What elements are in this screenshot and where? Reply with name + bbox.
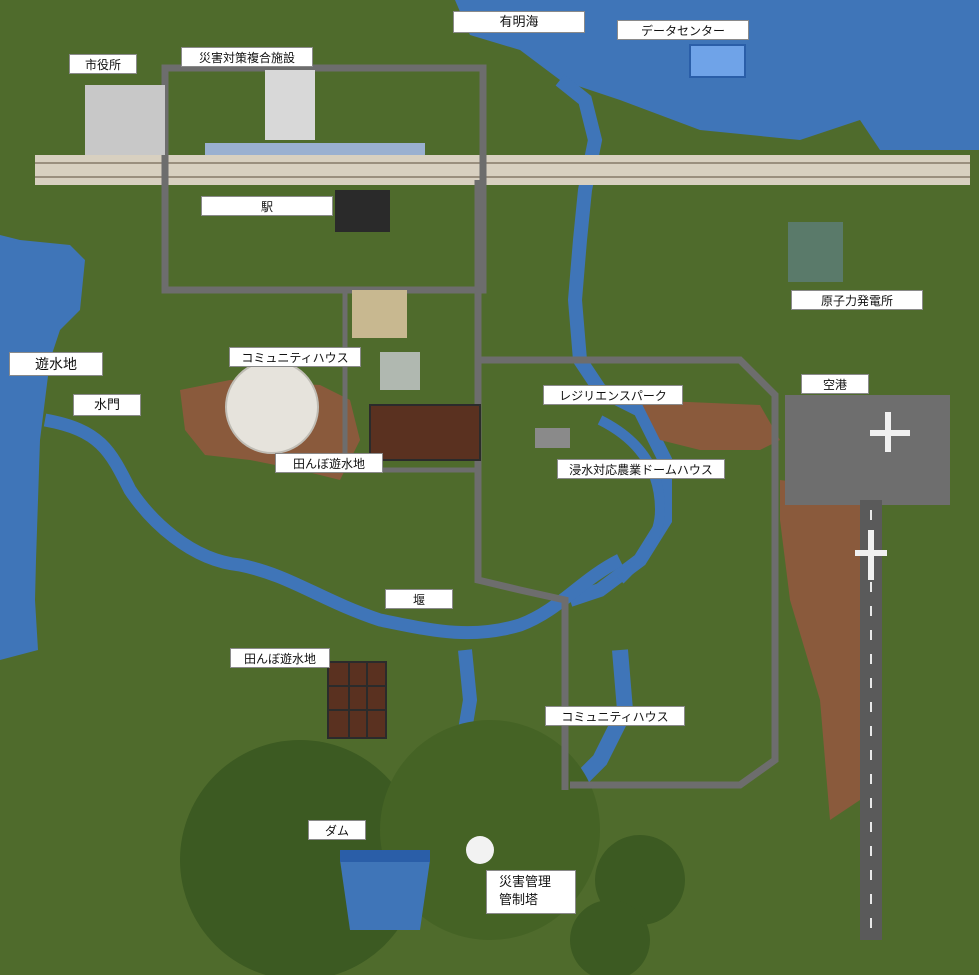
forest-right-2 bbox=[570, 900, 650, 975]
dirt-east bbox=[640, 400, 780, 450]
label-community-house-2: コミュニティハウス bbox=[545, 706, 685, 726]
label-airport: 空港 bbox=[801, 374, 869, 394]
label-weir: 堰 bbox=[385, 589, 453, 609]
resilience-building bbox=[535, 428, 570, 448]
river-south-2 bbox=[574, 649, 634, 786]
data-center-building bbox=[689, 44, 746, 78]
plaza bbox=[380, 352, 420, 390]
airport-apron bbox=[785, 395, 950, 505]
label-dam: ダム bbox=[308, 820, 366, 840]
plane-2 bbox=[855, 530, 887, 580]
river-east bbox=[597, 415, 666, 584]
station-building bbox=[335, 190, 390, 232]
label-paddy-retention-2: 田んぼ遊水地 bbox=[230, 648, 330, 668]
label-community-house-1: コミュニティハウス bbox=[229, 347, 361, 367]
label-flood-farm-dome: 浸水対応農業ドームハウス bbox=[557, 459, 725, 479]
railway bbox=[35, 155, 970, 185]
label-disaster-complex: 災害対策複合施設 bbox=[181, 47, 313, 67]
city-hall-building bbox=[85, 85, 165, 155]
road-main-ns bbox=[474, 180, 569, 790]
label-ariake-sea: 有明海 bbox=[453, 11, 585, 33]
dirt-plaza bbox=[352, 290, 407, 338]
label-retention-area: 遊水地 bbox=[9, 352, 103, 376]
paddy-field-1 bbox=[369, 404, 481, 461]
road-loop bbox=[161, 64, 487, 294]
dirt-runway bbox=[780, 480, 860, 820]
river-main bbox=[43, 413, 623, 640]
dam-structure bbox=[340, 850, 430, 862]
label-paddy-retention-1: 田んぼ遊水地 bbox=[275, 453, 383, 473]
dam-lake bbox=[340, 860, 430, 930]
plane-1 bbox=[870, 412, 910, 452]
community-dome bbox=[225, 360, 319, 454]
label-water-gate: 水門 bbox=[73, 394, 141, 416]
control-tower-dome bbox=[466, 836, 494, 864]
label-data-center: データセンター bbox=[617, 20, 749, 40]
label-resilience-park: レジリエンスパーク bbox=[543, 385, 683, 405]
road-east-loop bbox=[480, 356, 779, 789]
station-platform bbox=[205, 143, 425, 155]
nuclear-plant-building bbox=[788, 222, 843, 282]
paddy-field-2 bbox=[327, 661, 387, 739]
label-control-tower: 災害管理 管制塔 bbox=[486, 870, 576, 914]
runway bbox=[860, 500, 882, 940]
label-nuclear-plant: 原子力発電所 bbox=[791, 290, 923, 310]
retention-lake bbox=[0, 235, 85, 660]
disaster-complex-building bbox=[265, 70, 315, 140]
label-station: 駅 bbox=[201, 196, 333, 216]
label-city-hall: 市役所 bbox=[69, 54, 137, 74]
